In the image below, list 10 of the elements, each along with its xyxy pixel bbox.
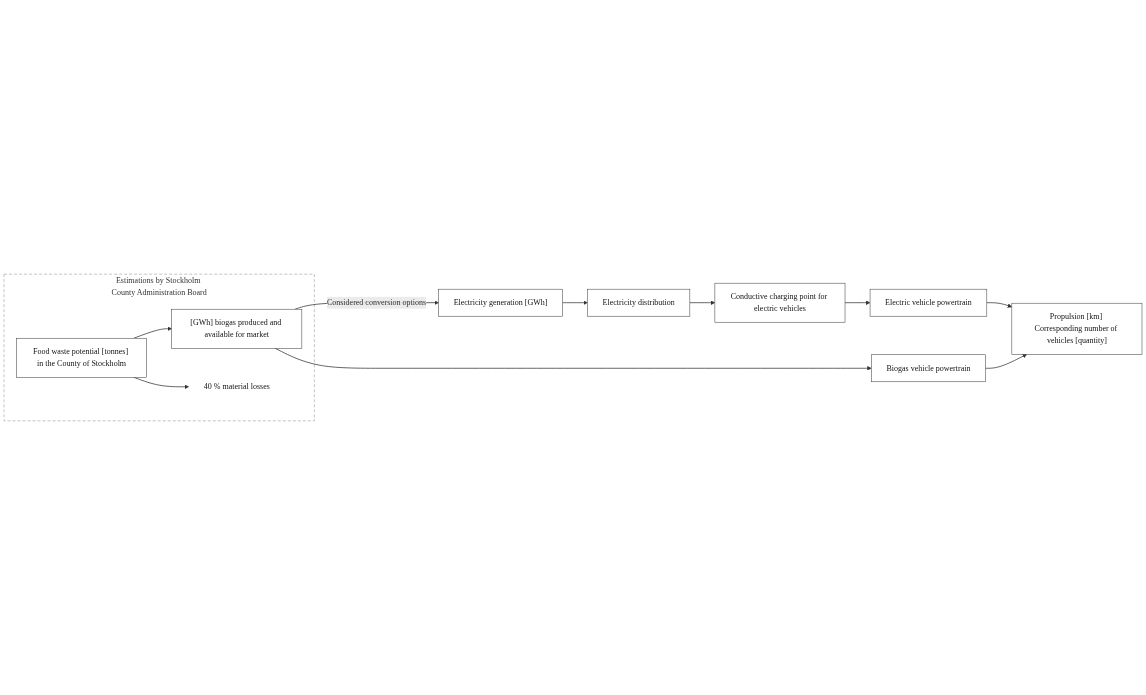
node-box: Electricity distribution xyxy=(587,288,691,317)
node-box: Food waste potential [tonnes] in the County of Stockholm xyxy=(16,338,147,378)
node-box: [GWh] biogas produced and available for market xyxy=(171,308,303,349)
node-box: Electricity generation [GWh] xyxy=(438,288,563,317)
node-box: Electric vehicle powertrain xyxy=(869,288,988,317)
node-box: Propulsion [km] Corresponding number of vehicles [quantity] xyxy=(1011,302,1143,355)
edge-label: Considered conversion options xyxy=(326,298,427,307)
node-text: 40 % material losses xyxy=(203,382,270,391)
node-box: Biogas vehicle powertrain xyxy=(871,354,986,383)
node-box: Conductive charging point for electric vehicles xyxy=(714,282,846,323)
